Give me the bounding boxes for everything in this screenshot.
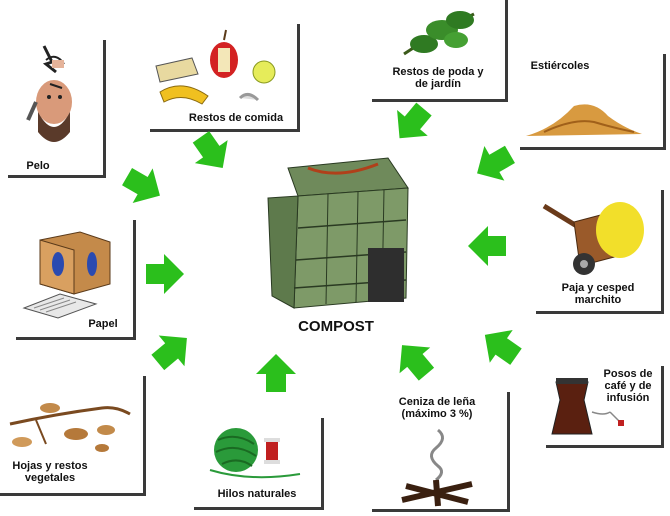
yarn-ball-icon <box>209 428 301 479</box>
label-posos: Posos de café y de infusión <box>603 368 653 404</box>
hair-person-icon <box>26 45 72 142</box>
dry-leaves-icon <box>9 403 131 452</box>
paper-box-icon <box>22 231 111 319</box>
label-restos-poda: Restos de poda y de jardín <box>392 66 484 90</box>
arrow-icon <box>484 330 522 365</box>
arrow-icon <box>122 167 160 203</box>
arrow-icon <box>146 254 184 294</box>
label-hojas: Hojas y restos vegetales <box>12 460 88 484</box>
arrow-icon <box>397 102 432 139</box>
compost-label: COMPOST <box>298 318 374 335</box>
arrow-icon <box>192 131 228 168</box>
card-hojas: Hojas y restos vegetales <box>0 376 146 496</box>
straw-cart-icon <box>542 202 644 275</box>
label-restos-comida: Restos de comida <box>188 112 284 124</box>
manure-pile-icon <box>526 104 642 136</box>
card-paja: Paja y cesped marchito <box>536 190 664 314</box>
card-restos-poda: Restos de poda y de jardín <box>372 0 508 102</box>
arrow-icon <box>468 226 506 266</box>
label-paja: Paja y cesped marchito <box>561 282 635 306</box>
pruning-leaves-icon <box>403 11 475 56</box>
arrow-icon <box>256 354 296 392</box>
card-estiercoles: Estiércoles <box>520 54 666 150</box>
coffee-pot-icon <box>551 378 624 435</box>
label-ceniza: Ceniza de leña (máximo 3 %) <box>398 396 476 420</box>
food-scraps-icon <box>155 29 276 105</box>
compost-bin-icon <box>267 157 409 309</box>
label-pelo: Pelo <box>26 160 50 172</box>
card-ceniza: Ceniza de leña (máximo 3 %) <box>372 392 510 512</box>
campfire-icon <box>401 428 473 507</box>
card-hilos: Hilos naturales <box>194 418 324 510</box>
arrow-icon <box>477 145 515 181</box>
card-pelo: Pelo <box>8 40 106 178</box>
label-hilos: Hilos naturales <box>217 488 297 500</box>
arrow-icon <box>151 335 187 371</box>
card-restos-comida: Restos de comida <box>150 24 300 132</box>
label-estiercoles: Estiércoles <box>530 60 590 72</box>
arrow-icon <box>399 345 435 381</box>
card-papel: Papel <box>16 220 136 340</box>
label-papel: Papel <box>88 318 118 330</box>
card-posos: Posos de café y de infusión <box>546 366 664 448</box>
